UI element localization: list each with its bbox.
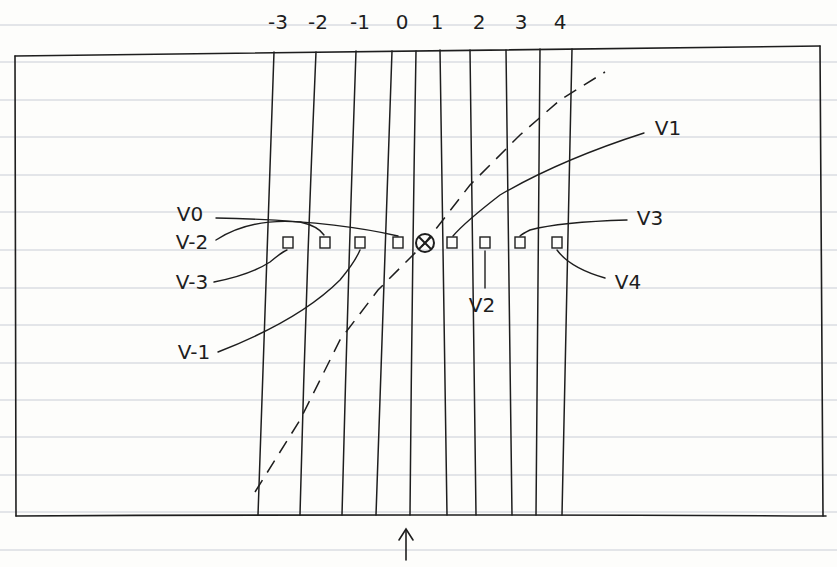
column-number: 0 bbox=[396, 12, 409, 32]
voxel-squares bbox=[283, 237, 562, 248]
voxel-label: V-1 bbox=[178, 342, 210, 362]
dashed-ray bbox=[255, 72, 605, 492]
voxel-label: V-2 bbox=[176, 232, 208, 252]
view-arrow bbox=[399, 529, 413, 560]
grid-lines bbox=[258, 49, 572, 515]
voxel-label: V2 bbox=[469, 295, 495, 315]
voxel-label: V4 bbox=[615, 272, 641, 292]
column-number: -1 bbox=[350, 12, 370, 32]
voxel-label: V1 bbox=[655, 118, 681, 138]
column-number: 1 bbox=[431, 12, 444, 32]
column-number: 4 bbox=[554, 12, 567, 32]
circled-cross bbox=[416, 234, 434, 252]
frame bbox=[15, 46, 826, 516]
ruled-lines bbox=[0, 25, 837, 550]
voxel-label: V-3 bbox=[176, 272, 208, 292]
column-number: 2 bbox=[473, 12, 486, 32]
voxel-label: V3 bbox=[637, 208, 663, 228]
column-number: -2 bbox=[308, 12, 328, 32]
column-number: 3 bbox=[515, 12, 528, 32]
leader-lines bbox=[214, 133, 644, 352]
column-number: -3 bbox=[268, 12, 288, 32]
voxel-label: V0 bbox=[177, 204, 203, 224]
